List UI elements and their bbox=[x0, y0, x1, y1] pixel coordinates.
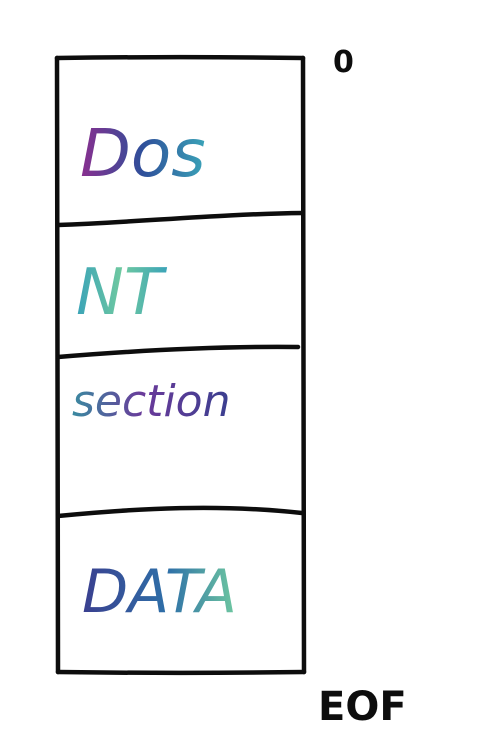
top-offset-marker: 0 bbox=[333, 45, 354, 80]
end-of-file-marker: EOF bbox=[318, 684, 407, 730]
segment-label-nt: NT bbox=[76, 256, 168, 330]
segment-label-dos: Dos bbox=[80, 115, 206, 192]
segment-label-section: section bbox=[72, 376, 230, 427]
divider-dos-nt bbox=[55, 210, 306, 228]
divider-nt-section bbox=[55, 344, 301, 360]
stack-left-edge bbox=[54, 55, 61, 675]
stack-top-edge bbox=[54, 55, 306, 61]
segment-label-data: DATA bbox=[82, 557, 237, 627]
stack-bottom-edge bbox=[55, 669, 307, 675]
stack-right-edge bbox=[300, 55, 307, 675]
divider-section-data bbox=[55, 505, 305, 519]
